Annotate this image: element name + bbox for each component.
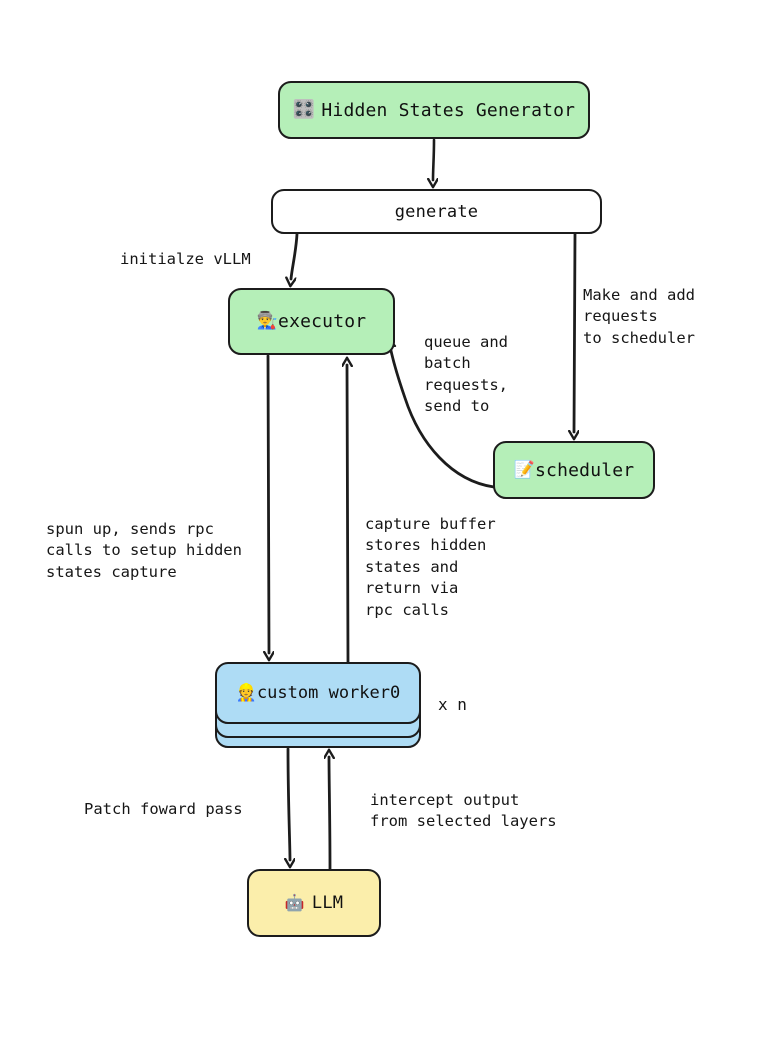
edge-scheduler-to-executor xyxy=(390,346,496,489)
memo-icon: 📝 xyxy=(513,459,536,480)
robot-icon: 🤖 xyxy=(284,893,305,912)
edge-worker-to-llm xyxy=(288,747,290,860)
edge-generate-to-scheduler xyxy=(574,232,575,432)
edge-executor-to-worker xyxy=(268,354,269,653)
edge-label-make-and-add-requests: Make and add requests to scheduler xyxy=(583,286,695,347)
node-label: Hidden States Generator xyxy=(321,99,576,121)
node-label: LLM xyxy=(311,893,344,913)
edge-label-patch-forward-pass: Patch foward pass xyxy=(84,800,243,818)
edge-label-queue-and-batch: queue and batch requests, send to xyxy=(424,333,508,416)
node-label: custom worker0 xyxy=(256,683,401,703)
edge-worker-to-executor xyxy=(347,365,348,664)
edge-label-capture-buffer: capture buffer stores hidden states and … xyxy=(365,515,496,619)
factory-worker-icon: 👨‍🏭 xyxy=(256,311,279,331)
node-llm[interactable]: 🤖 LLM xyxy=(247,869,381,937)
edge-label-spun-up-rpc: spun up, sends rpc calls to setup hidden… xyxy=(46,520,242,581)
edge-label-initialize-vllm: initialze vLLM xyxy=(120,250,251,268)
node-label: scheduler xyxy=(535,459,635,481)
worker-multiplicity-label: x n xyxy=(438,695,467,714)
node-scheduler[interactable]: 📝 scheduler xyxy=(493,441,655,499)
node-label: generate xyxy=(394,201,479,222)
edge-label-intercept-output: intercept output from selected layers xyxy=(370,791,557,831)
construction-worker-icon: 👷 xyxy=(235,683,257,703)
control-knobs-icon: 🎛️ xyxy=(292,99,316,120)
node-label: executor xyxy=(278,311,367,332)
node-executor[interactable]: 👨‍🏭 executor xyxy=(228,288,395,355)
worker-stack-layer-front[interactable]: 👷 custom worker0 xyxy=(215,662,421,724)
node-custom-worker0[interactable]: 👷 custom worker0 xyxy=(215,662,421,749)
node-hidden-states-generator[interactable]: 🎛️ Hidden States Generator xyxy=(278,81,590,139)
edge-generator-to-generate xyxy=(433,138,434,180)
edge-generate-to-executor xyxy=(291,232,299,279)
node-generate[interactable]: generate xyxy=(271,189,602,234)
edge-llm-to-worker xyxy=(329,757,330,871)
